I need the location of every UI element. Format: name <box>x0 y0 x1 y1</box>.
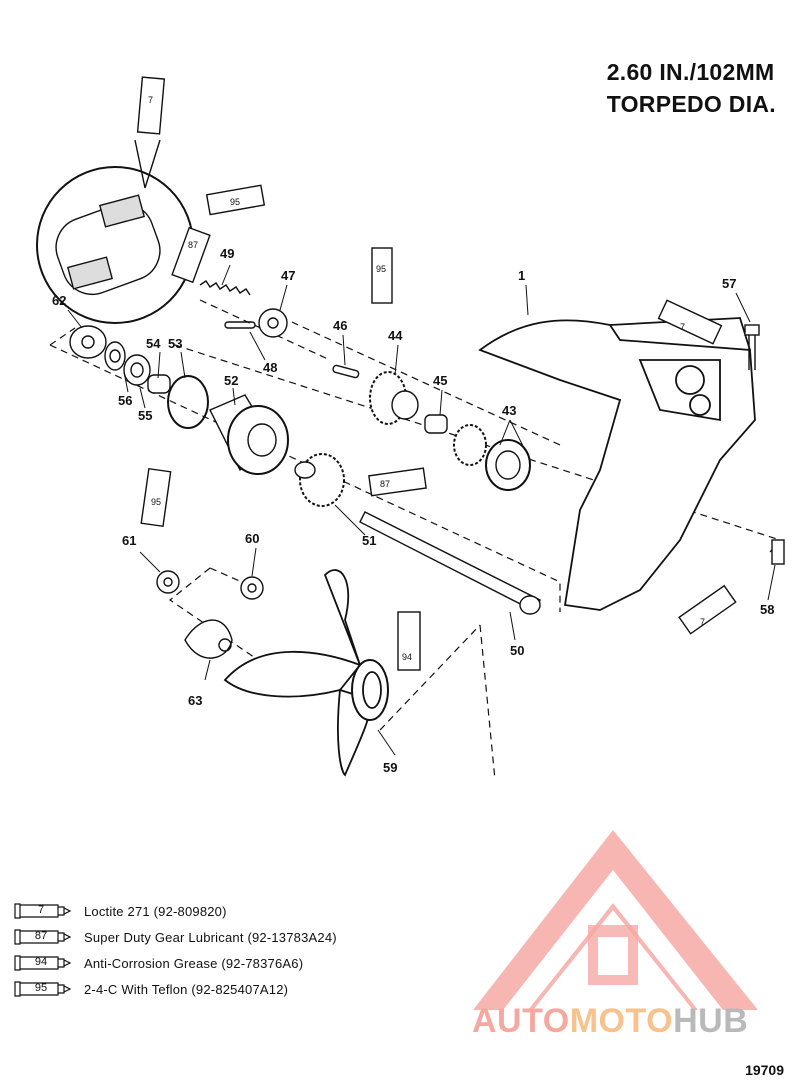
part-63-tab-washer <box>184 619 233 659</box>
callout-labels: 1 43 44 45 46 47 48 49 50 51 52 53 54 55… <box>52 246 774 775</box>
svg-text:87: 87 <box>380 479 390 489</box>
part-48-cross-pin <box>224 321 256 329</box>
callout-43: 43 <box>502 403 516 418</box>
part-1-gear-housing <box>478 317 756 611</box>
part-45-bearing <box>424 414 448 434</box>
lube-tube-7-right: 7 <box>657 299 723 345</box>
svg-text:94: 94 <box>402 652 412 662</box>
svg-text:95: 95 <box>151 497 161 507</box>
callout-46: 46 <box>333 318 347 333</box>
diagram-title: 2.60 IN./102MM TORPEDO DIA. <box>607 56 776 120</box>
svg-text:95: 95 <box>230 197 240 207</box>
callout-56: 56 <box>118 393 132 408</box>
lube-tube-87-upper: 87 <box>171 226 211 284</box>
callout-62: 62 <box>52 293 66 308</box>
part-50-propeller-shaft <box>359 511 541 615</box>
lube-tube-95-upper: 95 <box>371 247 393 304</box>
part-55-bearing <box>123 354 151 386</box>
callout-51: 51 <box>362 533 376 548</box>
part-47-clutch <box>258 308 288 338</box>
tube-pointer-detail <box>134 139 161 189</box>
part-51-reverse-gear <box>294 453 345 507</box>
legend-code: 95 <box>34 982 48 994</box>
tube-icon: 94 <box>14 954 72 972</box>
part-59-propeller <box>223 569 389 777</box>
legend-row-7: 7 Loctite 271 (92-809820) <box>14 898 337 924</box>
legend-text: Anti-Corrosion Grease (92-78376A6) <box>84 955 304 971</box>
svg-text:7: 7 <box>148 95 153 105</box>
callout-44: 44 <box>388 328 403 343</box>
legend-row-87: 87 Super Duty Gear Lubricant (92-13783A2… <box>14 924 337 950</box>
callout-54: 54 <box>146 336 161 351</box>
bearing-detail-circle <box>36 166 194 324</box>
part-53-o-ring <box>167 375 209 429</box>
callout-50: 50 <box>510 643 524 658</box>
part-54-spacer <box>147 374 171 394</box>
callout-53: 53 <box>168 336 182 351</box>
callout-48: 48 <box>263 360 277 375</box>
lube-tube-94: 94 <box>397 611 421 671</box>
watermark-logo-icon <box>473 830 758 1010</box>
svg-text:7: 7 <box>700 617 705 627</box>
legend-text: Loctite 271 (92-809820) <box>84 903 227 919</box>
part-49-spring <box>199 280 251 296</box>
watermark-part-2: MOTO <box>569 1002 674 1040</box>
lube-tube-7-top: 7 <box>136 76 166 135</box>
part-43-pinion-and-cup <box>453 424 531 491</box>
part-58-screw <box>771 539 785 565</box>
legend-text: Super Duty Gear Lubricant (92-13783A24) <box>84 929 337 945</box>
lubricant-legend: 7 Loctite 271 (92-809820) 87 Super Duty … <box>14 898 337 1002</box>
callout-49: 49 <box>220 246 234 261</box>
lube-tube-95-lower: 95 <box>140 467 172 528</box>
callout-1: 1 <box>518 268 525 283</box>
svg-text:87: 87 <box>188 240 198 250</box>
legend-code: 94 <box>34 956 48 968</box>
callout-45: 45 <box>433 373 447 388</box>
lube-tube-95-detail: 95 <box>205 184 266 216</box>
figure-reference-number: 19709 <box>745 1062 784 1078</box>
svg-text:7: 7 <box>680 322 685 332</box>
tube-icon: 7 <box>14 902 72 920</box>
part-44-forward-gear <box>369 371 419 425</box>
callout-57: 57 <box>722 276 736 291</box>
title-line-2: TORPEDO DIA. <box>606 91 776 117</box>
watermark-part-1: AUTO <box>472 1002 570 1040</box>
legend-row-94: 94 Anti-Corrosion Grease (92-78376A6) <box>14 950 337 976</box>
callout-63: 63 <box>188 693 202 708</box>
callout-59: 59 <box>383 760 397 775</box>
legend-code: 7 <box>37 904 45 916</box>
callout-58: 58 <box>760 602 774 617</box>
legend-row-95: 95 2-4-C With Teflon (92-825407A12) <box>14 976 337 1002</box>
part-62-seal <box>69 325 107 359</box>
callout-52: 52 <box>224 373 238 388</box>
callout-55: 55 <box>138 408 152 423</box>
callout-61: 61 <box>122 533 136 548</box>
part-57-screw <box>744 324 760 370</box>
watermark-text: AUTOMOTOHUB <box>472 1002 748 1041</box>
tube-icon: 95 <box>14 980 72 998</box>
callout-60: 60 <box>245 531 259 546</box>
title-line-1: 2.60 IN./102MM <box>606 59 775 85</box>
watermark-part-3: HUB <box>673 1002 749 1040</box>
tube-icon: 87 <box>14 928 72 946</box>
part-61-nut <box>156 570 180 594</box>
lube-tube-87-lower: 87 <box>368 467 427 497</box>
part-56-washer <box>104 341 126 371</box>
lube-tube-7-lower-right: 7 <box>678 584 737 635</box>
legend-code: 87 <box>34 930 48 942</box>
legend-text: 2-4-C With Teflon (92-825407A12) <box>84 981 289 997</box>
callout-leader-lines <box>67 264 776 756</box>
svg-text:95: 95 <box>376 264 386 274</box>
callout-47: 47 <box>281 268 295 283</box>
part-52-bearing-carrier <box>209 394 289 475</box>
part-46-pin <box>332 364 360 379</box>
part-60-nut <box>240 576 264 600</box>
